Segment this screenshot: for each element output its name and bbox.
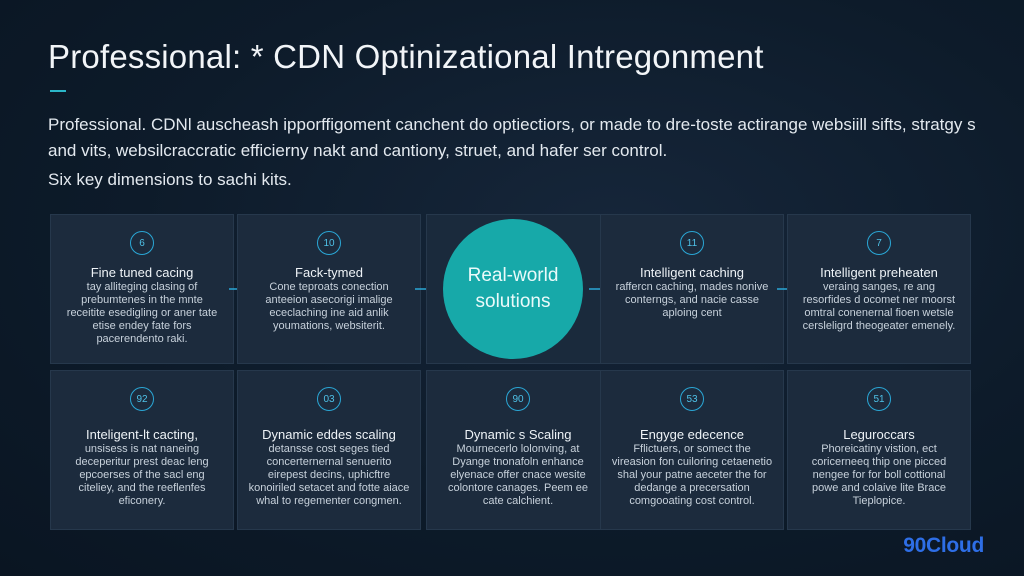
card-body: Cone teproats conection anteeion asecori… — [265, 281, 393, 332]
card-body: Fflictuers, or somect the vireasion fon … — [611, 443, 773, 507]
brand-logo: 90Cloud — [903, 534, 984, 557]
intro-text: Professional. CDNl auscheash ipporffigom… — [48, 115, 976, 160]
card-number-icon: 51 — [867, 387, 891, 411]
card-number-icon: 10 — [317, 231, 341, 255]
card-number-icon: 11 — [680, 231, 704, 255]
card-dynamic-edges-scaling: 03 Dynamic eddes scaling detansse cost s… — [237, 370, 421, 530]
card-leguroccars: 51 Leguroccars Phoreicatiny vistion, ect… — [787, 370, 971, 530]
card-body: veraing sanges, re ang resorfides d ocom… — [802, 281, 956, 332]
subheading: Six key dimensions to sachi kits. — [48, 170, 292, 189]
card-number-icon: 7 — [867, 231, 891, 255]
card-body: unsisess is nat naneing deceperitur pres… — [75, 443, 209, 507]
hero-badge: Real-world solutions — [437, 217, 589, 361]
card-title: Fine tuned cacing — [90, 265, 194, 280]
card-title: Dynamic eddes scaling — [262, 427, 396, 442]
card-body: Mournecerlo lolonving, at Dyange tnonafo… — [447, 443, 589, 507]
card-number-icon: 90 — [506, 387, 530, 411]
dimensions-grid: 6 Fine tuned cacing tay alliteging clasi… — [50, 214, 973, 530]
card-body: Phoreicatiny vistion, ect coricerneeq th… — [811, 443, 947, 507]
card-title: Inteligent-lt cacting, — [85, 427, 198, 442]
card-intelligent-caching-2: 92 Inteligent-lt cacting, unsisess is na… — [50, 370, 234, 530]
card-number-icon: 6 — [130, 231, 154, 255]
card-title: Engyge edecence — [639, 427, 745, 442]
card-title: Fack-tymed — [295, 265, 363, 280]
card-intelligent-preheaten: 7 Intelligent preheaten veraing sanges, … — [787, 214, 971, 364]
card-number-icon: 53 — [680, 387, 704, 411]
card-title: Dynamic s Scaling — [464, 427, 572, 442]
card-title: Leguroccars — [843, 427, 915, 442]
card-fast-tuned: 10 Fack-tymed Cone teproats conection an… — [237, 214, 421, 364]
hero-label: Real-world solutions — [443, 219, 583, 359]
card-body: raffercn caching, mades nonive conterngs… — [615, 281, 769, 319]
page-title: Professional: * CDN Optinizational Intre… — [48, 38, 764, 75]
card-body: detansse cost seges tied concerternernal… — [248, 443, 410, 507]
card-number-icon: 03 — [317, 387, 341, 411]
card-intelligent-caching: 11 Intelligent caching raffercn caching,… — [600, 214, 784, 364]
card-body: tay alliteging clasing of prebumtenes in… — [66, 281, 218, 345]
title-underline — [50, 90, 66, 92]
card-title: Intelligent preheaten — [820, 265, 938, 280]
card-number-icon: 92 — [130, 387, 154, 411]
card-engage-edecence: 53 Engyge edecence Fflictuers, or somect… — [600, 370, 784, 530]
card-dynamic-scaling: 90 Dynamic s Scaling Mournecerlo lolonvi… — [426, 370, 610, 530]
card-title: Intelligent caching — [639, 265, 745, 280]
card-fine-tuned-caching: 6 Fine tuned cacing tay alliteging clasi… — [50, 214, 234, 364]
